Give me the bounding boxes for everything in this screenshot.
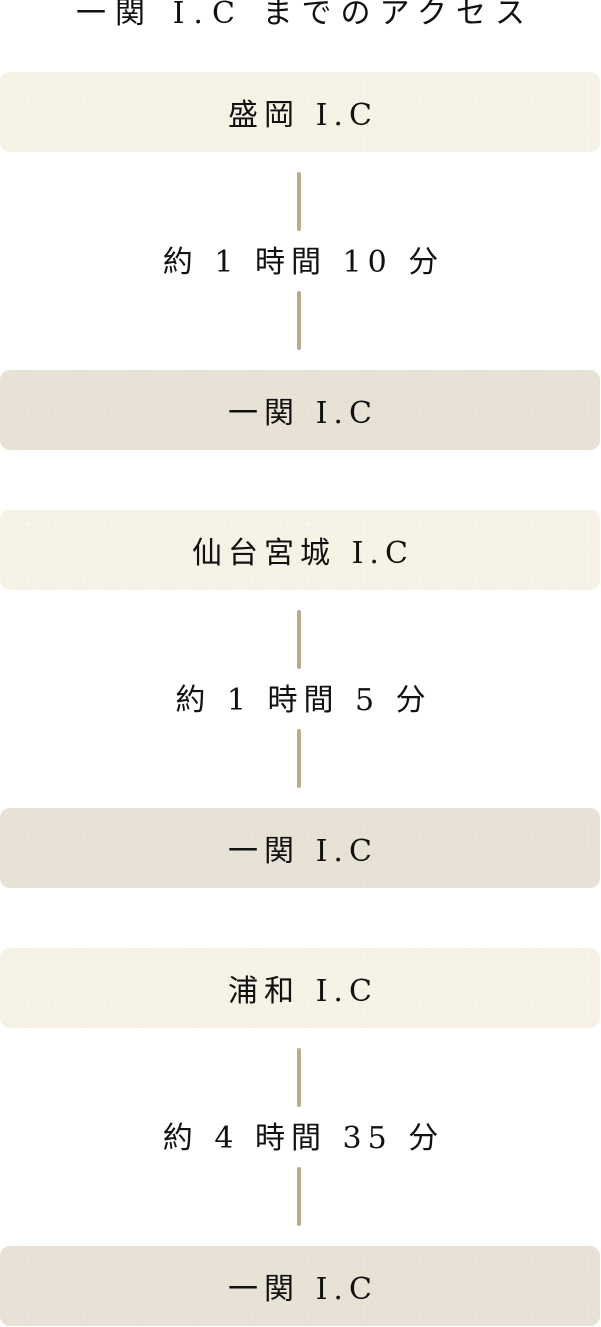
route-duration: 約 4 時間 35 分 (162, 1121, 445, 1156)
page-title: 一関 I.C までのアクセス (76, 0, 534, 31)
route-destination-box: 一関 I.C (0, 1246, 600, 1326)
route-origin-box: 浦和 I.C (0, 948, 600, 1028)
route-duration: 約 1 時間 5 分 (175, 683, 432, 718)
connector-line-top (297, 172, 301, 231)
connector-line-bottom (297, 291, 301, 350)
connector-line-top (297, 1048, 301, 1107)
connector-line-bottom (297, 729, 301, 788)
route-origin-box: 盛岡 I.C (0, 72, 600, 152)
route-origin-box: 仙台宮城 I.C (0, 510, 600, 590)
route-destination-box: 一関 I.C (0, 370, 600, 450)
connector-line-bottom (297, 1167, 301, 1226)
connector-line-top (297, 610, 301, 669)
route-destination-box: 一関 I.C (0, 808, 600, 888)
route-duration: 約 1 時間 10 分 (162, 245, 445, 280)
